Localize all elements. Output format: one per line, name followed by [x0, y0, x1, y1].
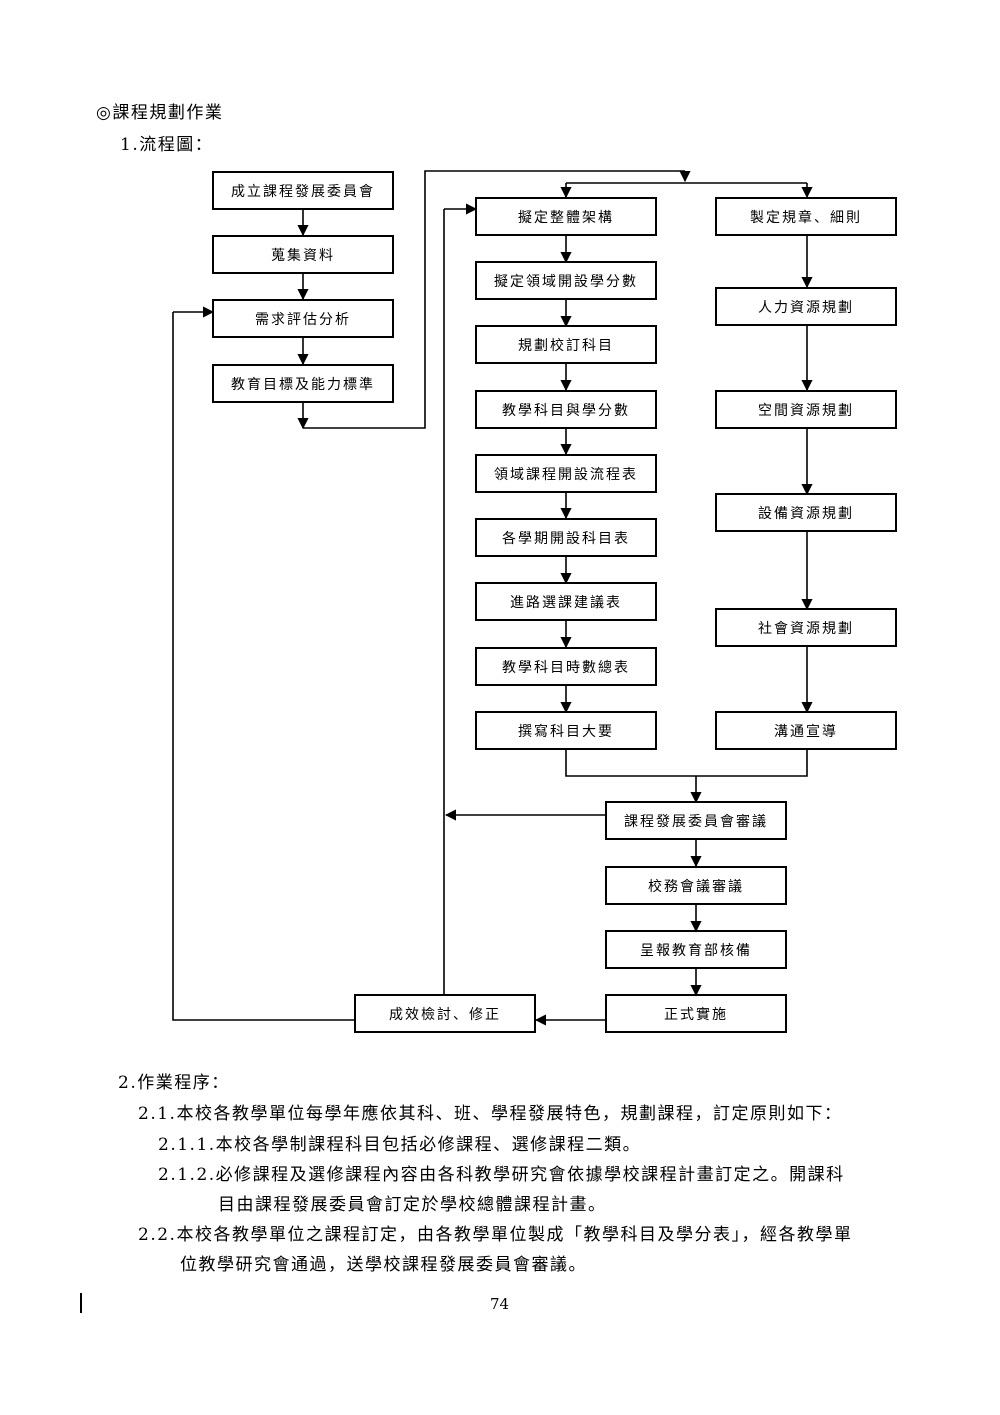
procedure-item-2-1-2-line2: 目由課程發展委員會訂定於學校總體課程計畫。 — [218, 1195, 607, 1215]
flowchart-heading: 1.流程圖： — [120, 135, 214, 155]
flow-box-domain-flow-table: 領域課程開設流程表 — [475, 454, 657, 493]
procedure-item-2-1-1: 2.1.1.本校各學制課程科目包括必修課程、選修課程二類。 — [158, 1135, 642, 1155]
flow-box-school-subjects: 規劃校訂科目 — [475, 325, 657, 364]
flow-box-school-meeting-review: 校務會議審議 — [605, 866, 787, 905]
flow-box-implementation: 正式實施 — [605, 994, 787, 1033]
procedure-item-2-2-line1: 2.2.本校各教學單位之課程訂定，由各教學單位製成「教學科目及學分表」，經各教學… — [138, 1225, 853, 1245]
flow-box-syllabus: 撰寫科目大要 — [475, 711, 657, 750]
flow-box-establish-committee: 成立課程發展委員會 — [212, 171, 394, 210]
flow-box-committee-review: 課程發展委員會審議 — [605, 801, 787, 840]
flow-box-equipment-resources: 設備資源規劃 — [715, 493, 897, 532]
flow-box-communication: 溝通宣導 — [715, 711, 897, 750]
flow-box-overall-framework: 擬定整體架構 — [475, 197, 657, 236]
flow-box-needs-analysis: 需求評估分析 — [212, 299, 394, 338]
procedure-item-2-1-2-line1: 2.1.2.必修課程及選修課程內容由各科教學研究會依據學校課程計畫訂定之。開課科 — [158, 1165, 845, 1185]
flow-box-hours-table: 教學科目時數總表 — [475, 647, 657, 686]
flow-box-space-resources: 空間資源規劃 — [715, 390, 897, 429]
flow-box-domain-credits: 擬定領域開設學分數 — [475, 261, 657, 300]
flow-box-human-resources: 人力資源規劃 — [715, 287, 897, 326]
flow-box-education-goals: 教育目標及能力標準 — [212, 364, 394, 403]
procedure-item-2-1: 2.1.本校各教學單位每學年應依其科、班、學程發展特色，規劃課程，訂定原則如下： — [138, 1104, 843, 1124]
flow-box-regulations: 製定規章、細則 — [715, 197, 897, 236]
section-title: ◎課程規劃作業 — [96, 103, 224, 123]
procedure-heading: 2.作業程序： — [118, 1073, 230, 1093]
flow-box-ministry-report: 呈報教育部核備 — [605, 930, 787, 969]
margin-change-bar — [80, 1293, 82, 1313]
flow-box-course-selection: 進路選課建議表 — [475, 582, 657, 621]
flow-box-social-resources: 社會資源規劃 — [715, 608, 897, 647]
flow-box-subjects-credits: 教學科目與學分數 — [475, 390, 657, 429]
procedure-item-2-2-line2: 位教學研究會通過，送學校課程發展委員會審議。 — [180, 1255, 587, 1275]
page-number: 74 — [490, 1295, 510, 1313]
flow-box-collect-data: 蒐集資料 — [212, 235, 394, 274]
flow-box-semester-subjects: 各學期開設科目表 — [475, 518, 657, 557]
flow-box-evaluation-revision: 成效檢討、修正 — [354, 994, 536, 1033]
